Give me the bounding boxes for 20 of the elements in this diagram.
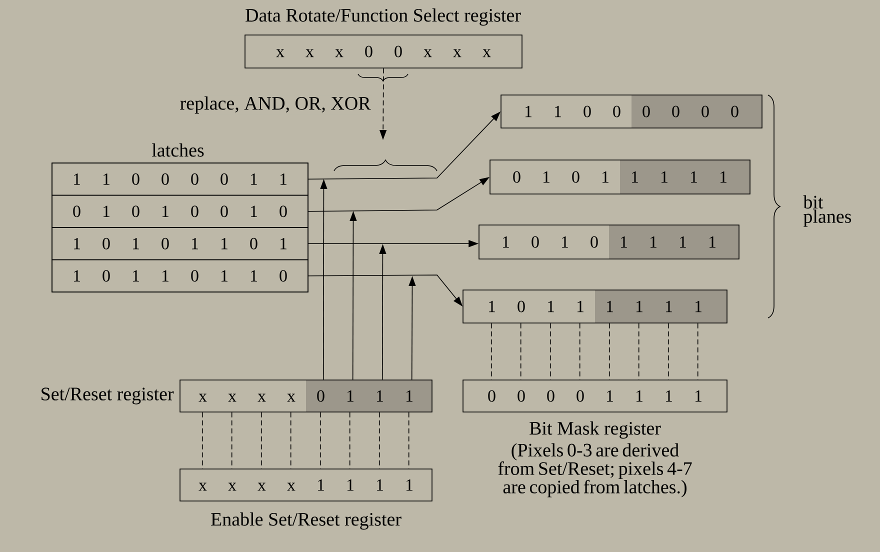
latch-row: 1 0 1 0 1 1 0 1 [52,227,308,260]
edge-label: replace, AND, OR, XOR [178,95,372,115]
register-box: 0 0 0 0 1 1 1 1 [462,380,728,412]
register-box: x x x x 0 1 1 1 [180,380,432,412]
latch-row: 1 0 1 1 0 1 1 0 [52,259,308,292]
register-label: Data Rotate/Function Select register [246,8,521,26]
bit-plane-box: 1 1 0 0 0 0 0 0 [500,94,762,128]
bit-plane-box: 1 0 1 1 1 1 1 1 [462,290,728,324]
register-label: latches [152,143,204,157]
bit-plane-box: 1 0 1 0 1 1 1 1 [478,224,740,260]
bit-plane-box: 0 1 0 1 1 1 1 1 [490,160,750,194]
register-label: Set/Reset register [42,388,174,404]
brace-label: bit planes [803,195,852,227]
register-box: x x x 0 0 x x x [244,34,522,68]
register-label: Enable Set/Reset register [211,512,402,530]
latch-row: 0 1 0 1 0 0 1 0 [52,194,308,228]
note-text: (Pixels 0-3 are derived from Set/Reset; pixels 4-7 are copied from latches.) [498,443,692,498]
register-box: x x x x 1 1 1 1 [180,468,432,502]
register-label: Bit Mask register [530,421,661,439]
latch-row: 1 1 0 0 0 0 1 1 [52,162,308,196]
